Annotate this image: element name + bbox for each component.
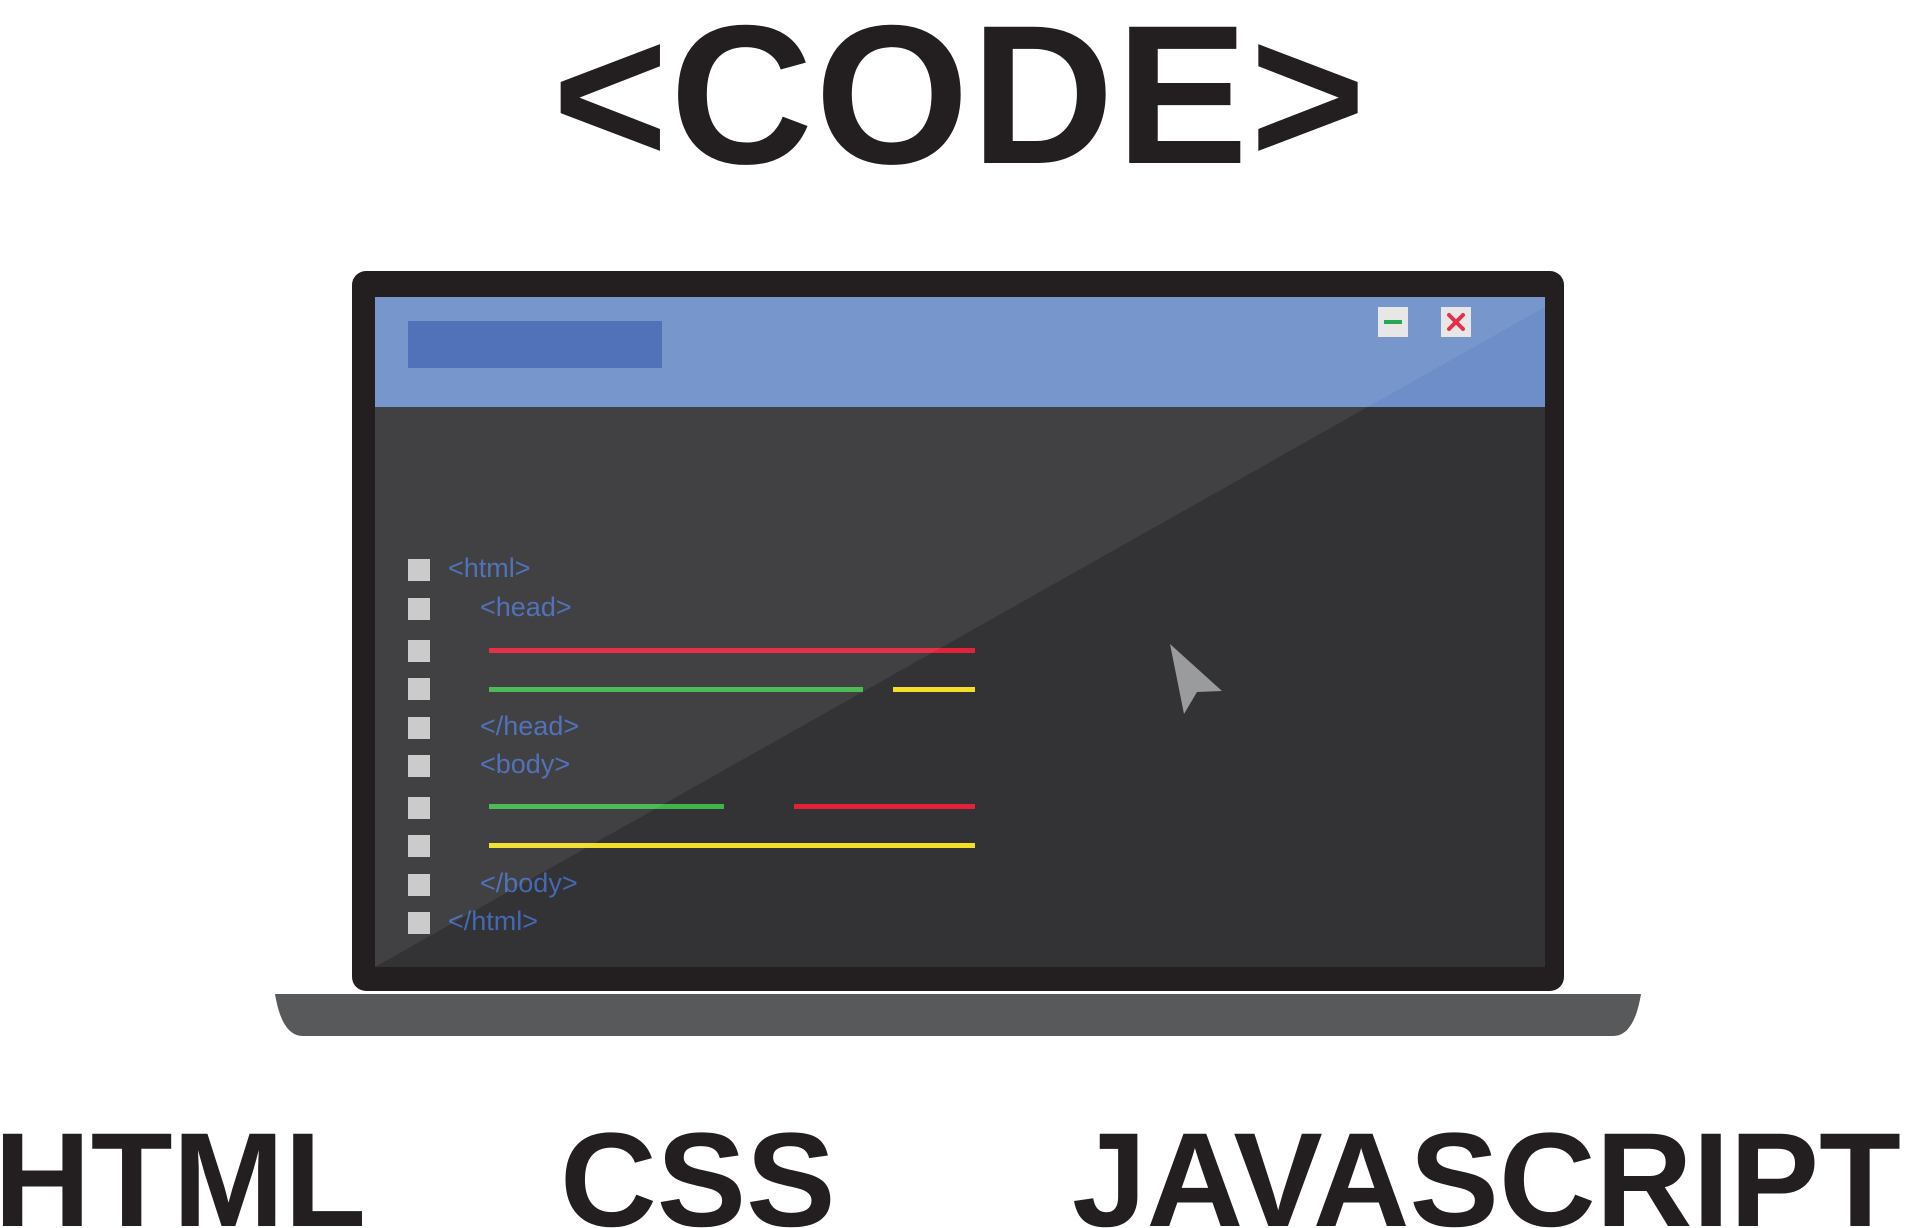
language-label-javascript: JAVASCRIPT [1072,1106,1901,1228]
window-titlebar [375,297,1545,407]
code-editor: <html> <head> </head> <body> </body> </h… [375,407,1545,967]
line-marker [408,559,430,581]
code-line-head-close: </head> [480,711,580,741]
code-line-body-open: <body> [480,749,571,779]
code-placeholder-line [489,804,724,809]
window-title-placeholder [408,321,662,368]
code-placeholder-line [489,687,863,692]
language-label-css: CSS [560,1106,836,1228]
language-label-html: HTML [0,1106,367,1228]
line-marker [408,755,430,777]
line-marker [408,797,430,819]
code-line-body-close: </body> [480,868,578,898]
minimize-button[interactable] [1378,307,1408,337]
laptop-screen: <html> <head> </head> <body> </body> </h… [375,297,1545,967]
close-button[interactable] [1441,307,1471,337]
close-icon [1447,313,1465,331]
code-line-html-open: <html> [448,553,531,583]
minimize-icon [1384,320,1402,324]
line-marker [408,912,430,934]
code-heading: <CODE> [552,0,1368,205]
code-line-html-close: </html> [448,906,539,936]
line-marker [408,598,430,620]
line-marker [408,640,430,662]
line-marker [408,678,430,700]
code-placeholder-line [893,687,975,692]
laptop-base [275,994,1641,1036]
code-placeholder-line [489,648,975,653]
code-line-head-open: <head> [480,592,572,622]
mouse-pointer-icon [1170,644,1222,714]
line-marker [408,835,430,857]
line-marker [408,874,430,896]
line-marker [408,717,430,739]
code-placeholder-line [489,843,975,848]
code-placeholder-line [794,804,975,809]
